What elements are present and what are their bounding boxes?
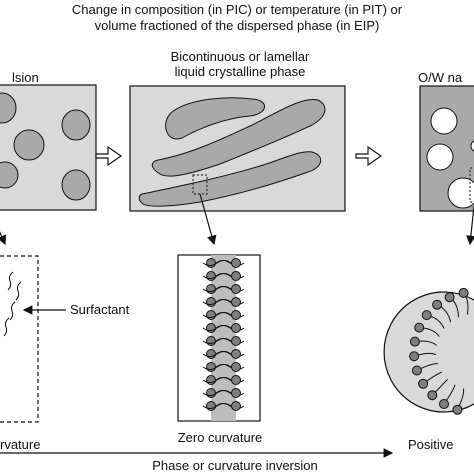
arrow-middle-to-right [355,145,383,167]
droplet-surfactant-head [444,292,455,303]
zero-curvature-label: Zero curvature [177,430,263,445]
middle-bicontinuous-panel [129,85,346,212]
left-curvature-label: rvature [0,437,41,452]
surfactant-head [231,258,241,268]
surfactant-tail [202,286,232,292]
surfactant-head [231,310,241,320]
zoom-arrow-left [0,231,7,246]
middle-panel-label-line-2: liquid crystalline phase [174,64,306,79]
droplet-surfactant-head [409,351,420,362]
left-zoom-panel [0,255,66,423]
arrow-left-to-middle [95,145,123,167]
surfactant-tail [202,377,232,383]
surfactant-head [206,271,216,281]
middle-zoom-lamellar [177,254,261,422]
droplet-surfactant-head [458,287,469,298]
surfactant-tail [202,403,232,409]
surfactant-head [206,284,216,294]
surfactant-tail [202,338,232,344]
surfactant-head [231,362,241,372]
surfactant-tail [202,351,232,357]
surfactant-tail [202,390,232,396]
surfactant-head [231,375,241,385]
surfactant-head [206,258,216,268]
surfactant-head [231,297,241,307]
header-line-1: Change in composition (in PIC) or temper… [71,2,403,17]
surfactant-head [206,362,216,372]
positive-curvature-label: Positive [408,437,454,452]
surfactant-head [231,349,241,359]
droplet-surfactant-head [418,378,429,389]
surfactant-tail [202,273,232,279]
header-line-2: volume fractioned of the dispersed phase… [94,18,380,33]
surfactant-tail [202,312,232,318]
surfactant-label: Surfactant [70,302,130,317]
surfactant-tail [202,364,232,370]
droplet-surfactant-head [427,390,438,401]
zoom-arrow-right [466,205,474,246]
surfactant-tail [202,260,232,266]
surfactant-head [206,349,216,359]
middle-panel-label-line-1: Bicontinuous or lamellar [170,49,310,64]
surfactant-head [231,388,241,398]
left-panel-label: lsion [12,70,39,85]
droplet-surfactant-head [439,399,449,409]
surfactant-tail [202,325,232,331]
surfactant-tail [202,299,232,305]
surfactant-head [206,297,216,307]
droplet-surfactant-head [414,322,425,333]
droplet-surfactant-head [409,336,420,347]
surfactant-head [231,284,241,294]
left-emulsion-panel [0,84,97,211]
surfactant-head [206,388,216,398]
surfactant-head [206,310,216,320]
surfactant-head [231,336,241,346]
surfactant-head [231,271,241,281]
right-panel-label: O/W na [418,70,463,85]
surfactant-head [206,323,216,333]
surfactant-head [206,336,216,346]
droplet-surfactant-head [432,299,443,310]
right-zoom-droplet [383,287,474,415]
surfactant-head [206,401,216,411]
surfactant-head [206,375,216,385]
phase-inversion-label: Phase or curvature inversion [152,458,318,473]
header-caption: Change in composition (in PIC) or temper… [0,2,474,34]
droplet-surfactant-head [452,404,463,415]
droplet-surfactant-head [421,310,432,321]
surfactant-head [231,401,241,411]
droplet-surfactant-head [411,365,422,376]
middle-panel-label: Bicontinuous or lamellar liquid crystall… [130,49,350,79]
surfactant-head [231,323,241,333]
right-emulsion-panel [419,85,474,212]
zoom-arrow-middle [199,193,217,246]
